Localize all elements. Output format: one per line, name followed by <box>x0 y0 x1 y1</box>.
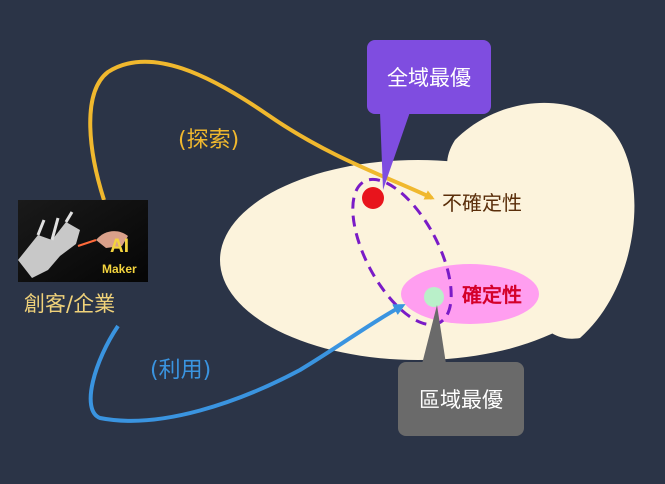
certainty-label: 確定性 <box>462 283 522 307</box>
exploit-label: (利用) <box>150 358 212 383</box>
actor-label: 創客/企業 <box>24 292 116 316</box>
logo-sub-text: Maker <box>102 262 137 276</box>
certainty-region <box>401 264 539 324</box>
robot-hand-icon <box>18 200 148 282</box>
explore-arrow <box>88 59 435 201</box>
global-optimum-callout: 全域最優 <box>367 40 491 114</box>
global-callout-pointer <box>380 112 410 190</box>
local-optimum-callout: 區域最優 <box>398 362 524 436</box>
ai-maker-logo: AI Maker <box>18 200 148 282</box>
exploit-arrow <box>88 304 406 423</box>
uncertainty-label: 不確定性 <box>442 191 522 215</box>
local-optimum-point <box>424 287 444 307</box>
global-optimum-point <box>362 187 384 209</box>
explore-label: (探索) <box>178 128 240 153</box>
logo-main-text: AI <box>110 236 129 257</box>
local-callout-pointer <box>422 305 446 364</box>
